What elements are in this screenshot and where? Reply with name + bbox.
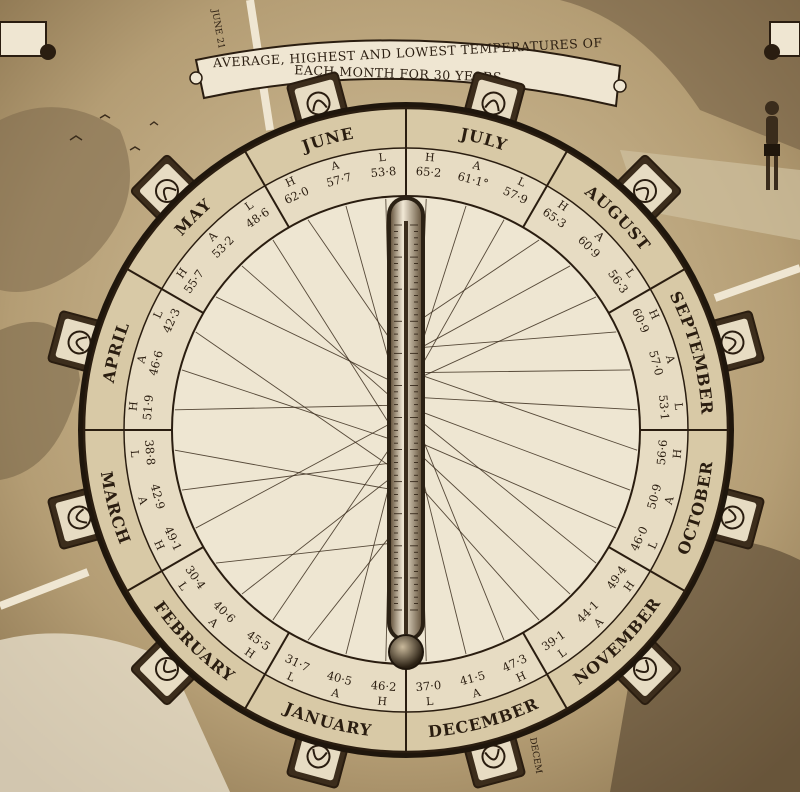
cliff-right [560,0,800,150]
month-divider [522,632,568,710]
spoke-average [241,477,392,595]
spoke-average [241,265,392,398]
spoke-average [181,369,392,440]
series-key-lowest: L [378,151,387,165]
value-label-highest: 56·6 [654,439,670,466]
sea-right [620,150,800,240]
spoke-lowest [174,449,392,490]
spoke-lowest [272,239,392,427]
corner-banners [0,21,800,60]
thermometer-bulb [388,634,424,670]
value-label-lowest: 37·0 [415,678,442,694]
spoke-highest [215,296,392,382]
spoke-highest [272,446,392,621]
month-divider [608,546,686,592]
mercury-column [404,221,408,634]
spoke-lowest [420,487,540,621]
spoke-lowest [307,534,392,641]
value-label-average: 41·5 [458,668,486,688]
spoke-average [420,205,467,347]
value-label-average: 57·0 [646,349,666,377]
spoke-average [420,455,571,595]
spoke-average [420,265,571,348]
rod-left [0,568,90,610]
month-divider [522,150,568,228]
spoke-highest [420,239,540,320]
spoke-lowest [420,219,505,368]
spoke-average [181,462,392,491]
spoke-average [345,478,392,655]
spoke-highest [420,331,617,349]
value-label-lowest: 53·1 [656,394,672,421]
spoke-highest [174,404,392,411]
spoke-average [420,471,467,655]
spoke-lowest [420,397,638,411]
spoke-lowest [215,542,392,564]
value-label-average: 46·6 [146,349,166,377]
tree-left [0,107,130,292]
series-key-highest: H [127,401,141,412]
thermometer [387,196,425,670]
spoke-highest [307,219,392,341]
value-label-average: 42·9 [148,482,168,510]
value-label-lowest: 53·8 [370,164,397,180]
bather-figure [764,101,780,190]
series-key-lowest: L [426,695,435,709]
spoke-highest [420,421,597,564]
rod-right [713,264,800,302]
series-key-lowest: L [672,402,686,411]
value-label-highest: 65·2 [415,164,442,180]
spoke-highest [420,374,638,451]
value-label-lowest: 38·8 [142,439,158,466]
series-key-lowest: L [128,450,142,459]
spoke-lowest [420,296,597,378]
value-label-average: 50·9 [644,482,664,510]
spoke-average [345,205,392,369]
value-label-highest: 51·9 [140,394,156,421]
spoke-highest [420,434,505,641]
spoke-average [420,369,631,374]
value-label-highest: 46·2 [370,678,397,694]
month-divider [244,150,290,228]
title-banner: AVERAGE, HIGHEST AND LOWEST TEMPERATURES… [189,35,627,108]
birds [69,114,159,151]
value-label-average: 40·5 [325,668,353,688]
spoke-lowest [420,442,617,529]
chart-title-line-2: EACH MONTH FOR 30 YEARS. [294,62,506,84]
month-divider [126,546,204,592]
spoke-lowest [195,331,392,468]
series-key-highest: H [671,448,685,459]
value-label-average: 57·7 [325,170,353,190]
series-key-highest: H [377,695,388,709]
month-divider [126,268,204,314]
spoke-average [420,411,631,491]
month-divider [608,268,686,314]
series-key-highest: H [424,151,435,165]
month-divider [244,632,290,710]
